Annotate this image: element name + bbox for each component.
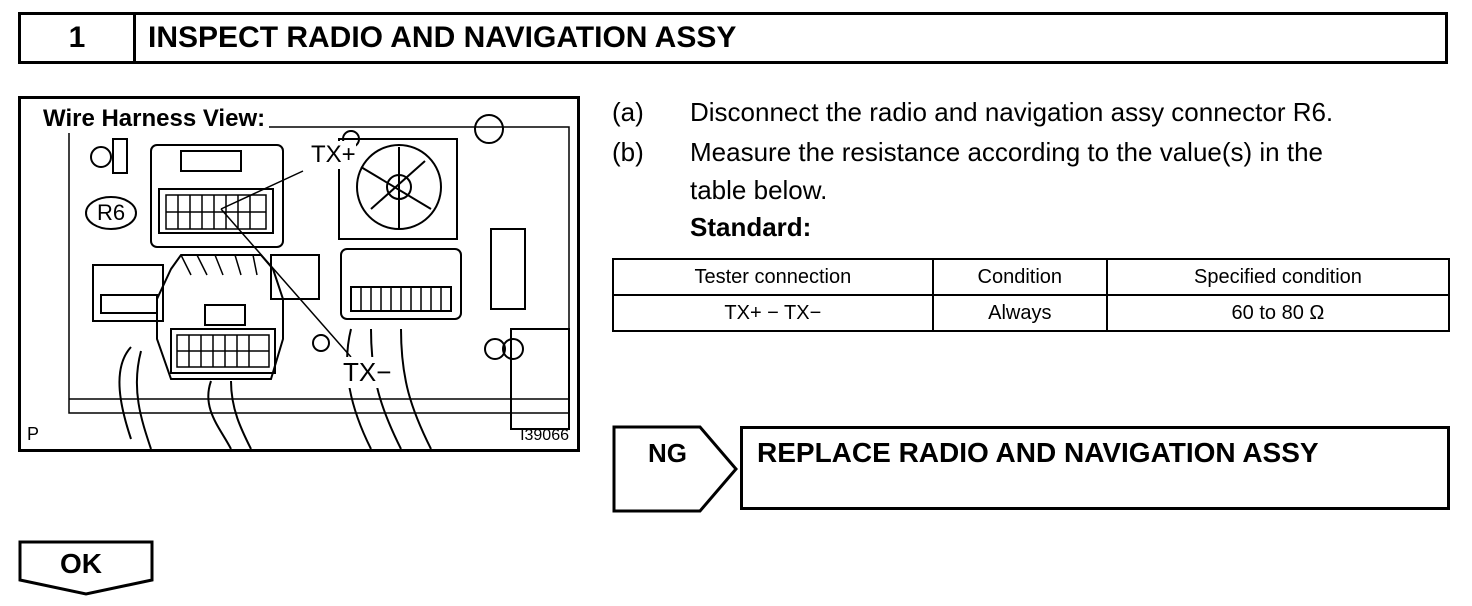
pin-minus-label: TX− — [343, 357, 392, 388]
column-header: Specified condition — [1105, 258, 1451, 296]
column-header: Condition — [931, 258, 1108, 296]
table-cell: TX+ − TX− — [612, 294, 934, 332]
standard-label: Standard: — [690, 212, 812, 242]
connector-label: R6 — [97, 200, 126, 225]
table-header-row: Tester connection Condition Specified co… — [612, 258, 1451, 296]
step-number: 1 — [21, 15, 136, 61]
column-header: Tester connection — [612, 258, 934, 296]
instruction-text: Measure the resistance according to the … — [690, 137, 1324, 167]
figure-title: Wire Harness View: — [39, 105, 270, 133]
instruction-label: (b) — [612, 137, 644, 167]
wire-harness-illustration — [68, 114, 570, 449]
ng-action-box: REPLACE RADIO AND NAVIGATION ASSY — [740, 426, 1450, 510]
step-title: INSPECT RADIO AND NAVIGATION ASSY — [148, 21, 737, 54]
ng-label: NG — [648, 438, 687, 468]
table-row: TX+ − TX− Always 60 to 80 Ω — [612, 294, 1451, 332]
instruction-text: table below. — [690, 175, 828, 205]
specification-table: Tester connection Condition Specified co… — [612, 258, 1451, 332]
table-cell: Always — [931, 294, 1108, 332]
step-header: 1 INSPECT RADIO AND NAVIGATION ASSY — [18, 12, 1448, 64]
ng-arrow-shape — [612, 425, 738, 513]
ng-action-text: REPLACE RADIO AND NAVIGATION ASSY — [757, 437, 1319, 468]
table-cell: 60 to 80 Ω — [1105, 294, 1451, 332]
instruction-text: Disconnect the radio and navigation assy… — [690, 97, 1334, 127]
wire-harness-figure: Wire Harness View: R6 TX+ TX− P I39066 — [18, 96, 580, 452]
ok-arrow-shape — [18, 540, 154, 596]
ok-label: OK — [60, 548, 102, 579]
instruction-label: (a) — [612, 97, 644, 127]
figure-code: I39066 — [520, 427, 569, 444]
pin-plus-label: TX+ — [311, 141, 356, 169]
figure-corner-mark: P — [27, 424, 40, 444]
